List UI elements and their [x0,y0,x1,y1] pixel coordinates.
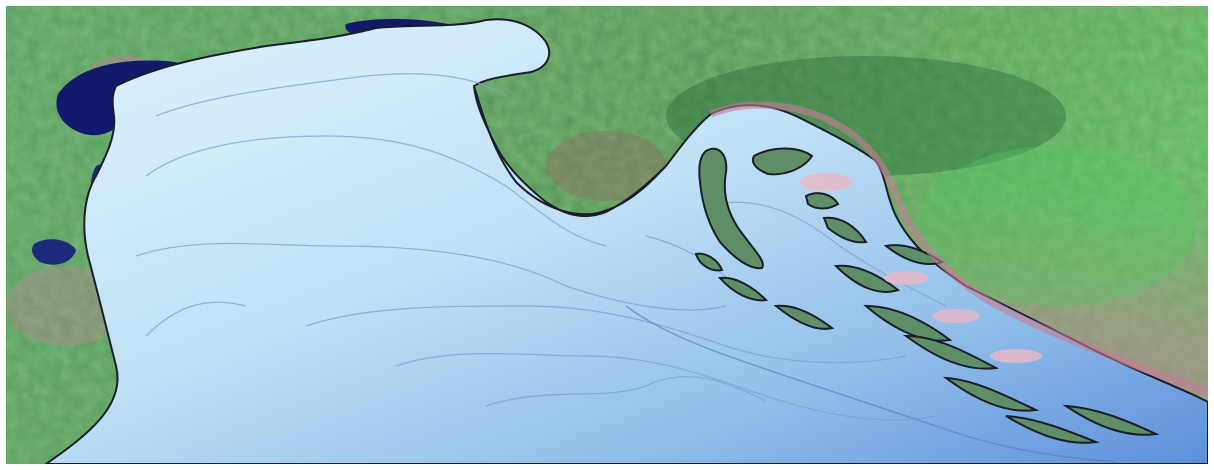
island-rab [804,192,840,210]
island-chain-4 [833,264,901,293]
contour-1 [155,73,507,117]
contour-8 [705,201,947,307]
karst-kvarner [800,173,852,191]
croatian-coast-band [709,101,1208,396]
contour-2 [145,135,607,247]
shelf-edge-line [625,305,1117,463]
island-chain-8 [1005,415,1100,444]
contour-4 [305,305,907,364]
karst-dalmatia [990,349,1042,363]
island-cres [698,147,764,270]
karst-highlights [800,173,1042,363]
contour-3 [135,242,727,311]
karst-velebit-2 [932,309,980,323]
shelf-edge [625,305,1117,463]
map-frame [6,6,1208,464]
island-krk [752,147,814,176]
island-chain-6 [902,334,1000,370]
brown-patch-istria [546,131,666,201]
island-chain-3 [773,304,835,330]
lagoon-comacchio [32,239,76,265]
bright-green-hills [916,146,1196,306]
island-chain-1 [694,252,724,272]
contour-7 [145,301,247,337]
istria-coast [473,85,663,216]
contour-5 [395,352,937,421]
island-chain-2 [718,276,769,302]
contour-6 [485,375,767,407]
adriatic-bathymetry-map [6,6,1208,464]
karst-velebit-1 [884,271,928,285]
island-chain-7 [942,376,1040,412]
island-chain-5 [863,304,953,342]
island-pag [822,216,868,244]
dalmatian-islands [694,147,1160,444]
island-chain-9 [1062,404,1160,436]
